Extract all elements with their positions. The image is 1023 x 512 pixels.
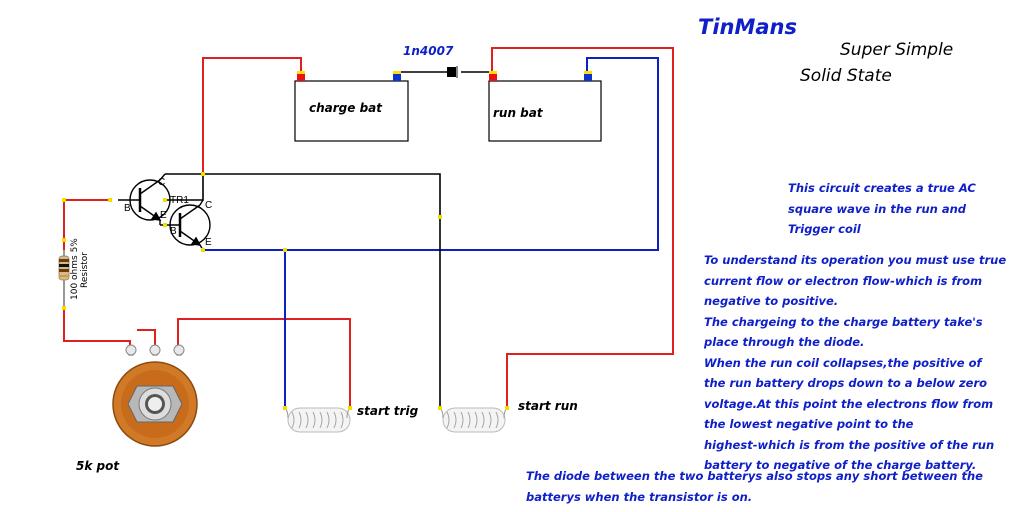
charge-battery [294, 71, 409, 142]
description-intro-line: Trigger coil [788, 222, 861, 236]
potentiometer-5k [112, 344, 198, 447]
positive-wires [63, 47, 674, 408]
description-body-line: current flow or electron flow-which is f… [704, 273, 983, 288]
pin-c-label-2: C [205, 200, 213, 211]
trigger-coil [284, 407, 351, 433]
description-body-line: voltage.At this point the electrons flow… [704, 396, 994, 411]
description-body-line: place through the diode. [704, 335, 865, 349]
subtitle-line-1: Super Simple [840, 40, 954, 60]
description-footer: The diode between the two batterys also … [526, 466, 983, 507]
run-battery-label: run bat [493, 106, 543, 120]
description-body-line: The chargeing to the charge battery take… [704, 314, 983, 329]
diode-label: 1n4007 [403, 44, 454, 58]
description-footer-line: batterys when the transistor is on. [526, 489, 753, 504]
resistor-label-line-2: Resistor [80, 252, 90, 288]
description-body: To understand its operation you must use… [704, 250, 1006, 476]
resistor-label: 100 ohms 5% Resistor [70, 168, 110, 300]
run-coil-label: start run [518, 399, 578, 413]
pin-e-label: E [160, 210, 167, 221]
resistor-100-ohm [58, 250, 70, 308]
run-battery [488, 71, 602, 142]
description-footer-line: The diode between the two batterys also … [526, 469, 983, 483]
description-intro-line: This circuit creates a true AC [788, 181, 976, 195]
description-body-line: the lowest negative point to the [704, 417, 914, 431]
junction-dots [62, 172, 509, 410]
pin-b-label-2: B [170, 226, 177, 237]
description-body-line: When the run coil collapses,the positive… [704, 355, 982, 370]
description-intro: This circuit creates a true AC square wa… [788, 178, 976, 240]
description-body-line: battery to negative of the charge batter… [704, 458, 977, 472]
transistor-tr1 [118, 173, 211, 251]
pin-e-label-2: E [205, 237, 212, 248]
trigger-coil-label: start trig [357, 404, 419, 418]
run-coil [439, 407, 508, 433]
description-body-line: negative to positive. [704, 294, 839, 308]
description-body-line: highest-which is from the positive of th… [704, 437, 995, 452]
pin-b-label: B [124, 203, 131, 214]
resistor-label-line-1: 100 ohms 5% [70, 238, 80, 300]
potentiometer-label: 5k pot [76, 459, 120, 473]
description-intro-line: square wave in the run and [788, 201, 967, 216]
transistor-label: TR1 [170, 195, 189, 206]
description-body-line: To understand its operation you must use… [704, 253, 1007, 267]
negative-wires [203, 57, 659, 408]
diode-symbol [447, 66, 458, 78]
charge-battery-label: charge bat [309, 101, 383, 115]
description-body-line: the run battery drops down to a below ze… [704, 376, 988, 390]
pin-c-label: C [158, 177, 166, 188]
subtitle-line-2: Solid State [800, 66, 892, 86]
diagram-title: TinMans [698, 15, 797, 39]
